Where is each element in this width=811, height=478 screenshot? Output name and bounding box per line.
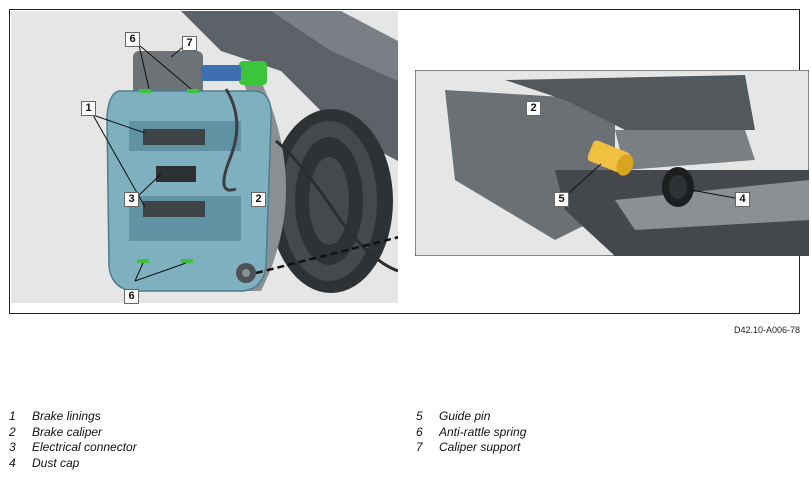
brake-caliper-illustration xyxy=(11,11,398,303)
anti-rattle-spring-mark xyxy=(139,89,151,93)
legend-label: Anti-rattle spring xyxy=(439,424,527,439)
legend-number: 2 xyxy=(9,424,16,439)
anti-rattle-spring-mark xyxy=(181,259,193,263)
legend-number: 4 xyxy=(9,455,16,470)
legend-label: Dust cap xyxy=(32,455,80,470)
legend-left: 1 Brake linings 2 Brake caliper 3 Electrica… xyxy=(9,409,137,471)
brake-lining-upper xyxy=(143,129,205,145)
brake-lining-lower xyxy=(143,201,205,217)
callout-caliper-support: 7 xyxy=(182,36,197,51)
anti-rattle-spring-mark xyxy=(137,259,149,263)
electrical-connector xyxy=(156,166,196,182)
legend-item: 7 Caliper support xyxy=(416,440,526,456)
legend-number: 5 xyxy=(416,409,423,423)
callout-anti-rattle-spring-top: 6 xyxy=(125,32,140,47)
green-connector xyxy=(239,61,267,85)
bracket-inset xyxy=(615,130,755,170)
arm-highlight-inset xyxy=(615,180,809,230)
legend-label: Brake linings xyxy=(32,409,101,423)
legend-number: 1 xyxy=(9,409,16,423)
legend-item: 5 Guide pin xyxy=(416,409,526,425)
figure-id: D42.10-A006-78 xyxy=(733,325,800,335)
guide-pin-inset xyxy=(587,140,634,176)
callout-inset-dust-cap: 4 xyxy=(735,192,750,207)
legend-item: 1 Brake linings xyxy=(9,409,137,425)
sensor-cable xyxy=(222,88,239,192)
inset-connection-line xyxy=(255,235,398,275)
legend-right: 5 Guide pin 6 Anti-rattle spring 7 Caliper … xyxy=(416,409,526,456)
connector-housing xyxy=(201,65,241,81)
legend-number: 7 xyxy=(416,440,423,454)
guide-pin-inset-illustration xyxy=(415,70,809,256)
callout-brake-linings: 1 xyxy=(81,101,96,116)
callout-electrical-connector: 3 xyxy=(124,192,139,207)
callout-inset-brake-caliper: 2 xyxy=(526,101,541,116)
knuckle-inset xyxy=(505,75,755,130)
suspension-arm xyxy=(271,11,398,81)
legend-item: 4 Dust cap xyxy=(9,456,137,472)
legend-label: Caliper support xyxy=(439,440,521,454)
inset-leader-lines xyxy=(567,163,736,199)
leader-lines xyxy=(92,44,192,282)
drive-shaft-boot xyxy=(269,109,393,293)
callout-anti-rattle-spring-bottom: 6 xyxy=(124,289,139,304)
legend-number: 3 xyxy=(9,440,16,454)
dust-cap-inset xyxy=(662,167,694,207)
anti-rattle-spring-mark xyxy=(187,89,199,93)
legend-item: 6 Anti-rattle spring xyxy=(416,425,526,441)
legend-label: Guide pin xyxy=(439,409,491,423)
callout-brake-caliper: 2 xyxy=(251,192,266,207)
brake-disc xyxy=(241,81,286,291)
legend-label: Brake caliper xyxy=(32,424,103,439)
legend-item: 3 Electrical connector xyxy=(9,440,137,456)
legend-item: 2 Brake caliper xyxy=(9,425,137,441)
legend-number: 6 xyxy=(416,424,423,439)
callout-inset-guide-pin: 5 xyxy=(554,192,569,207)
legend-label: Electrical connector xyxy=(32,440,137,454)
brake-hose xyxy=(275,139,398,273)
